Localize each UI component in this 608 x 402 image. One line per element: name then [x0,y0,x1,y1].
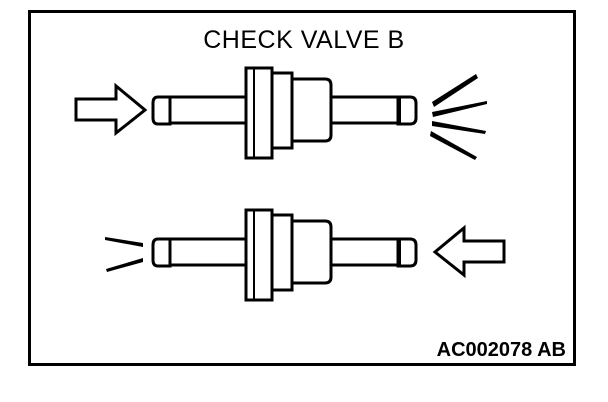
spray-line-4-top [430,131,477,160]
inlet-arrow-left-bottom [432,224,506,279]
spray-line-2-top [432,101,487,117]
valve-body-segment-left-top [244,66,274,160]
spray-lines-top [430,74,487,160]
spray-line-2-bottom [106,258,143,272]
valve-body-segment-right-bottom [286,219,333,285]
spray-lines-bottom [105,237,143,272]
spray-line-1-bottom [105,237,143,247]
diagram-title: CHECK VALVE B [203,26,404,54]
spray-line-1-top [432,74,478,107]
left-nipple-shaft-bottom [166,237,250,267]
valve-body-segment-left-bottom [244,208,274,302]
right-nipple-cap-bottom [396,237,418,268]
left-nipple-shaft-top [166,95,250,125]
left-nipple-cap-top [151,95,172,126]
diagram-border [28,10,576,366]
left-nipple-cap-bottom [151,237,172,268]
reference-code: AC002078 AB [437,339,566,361]
inlet-arrow-right-top [74,82,148,137]
valve-assembly-top [151,66,418,160]
valve-body-segment-right-top [286,77,333,143]
right-nipple-shaft-bottom [328,237,402,267]
valve-assembly-bottom [151,208,418,302]
right-nipple-shaft-top [328,95,402,125]
right-nipple-cap-top [396,95,418,126]
spray-line-3-top [432,121,486,134]
